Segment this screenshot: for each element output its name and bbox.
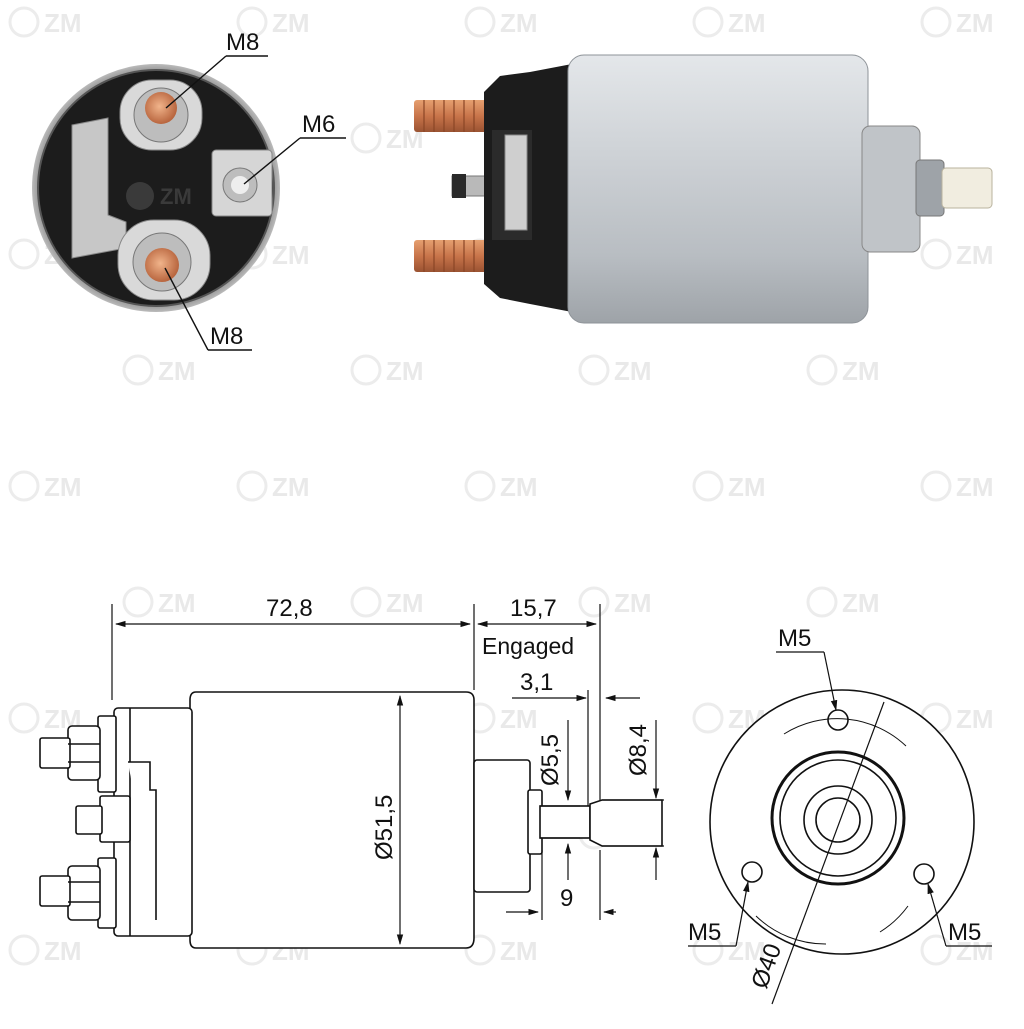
dim-body-dia: Ø51,5 [371,795,398,860]
dim-plunger-travel: 15,7 [510,595,557,622]
watermark-logo-icon [692,702,724,734]
watermark-text: ZM [956,936,994,966]
watermark-logo-icon [8,470,40,502]
label-m8-bottom: M8 [210,323,243,350]
label-m6: M6 [302,111,335,138]
label-hole-top: M5 [778,625,811,652]
watermark-text: ZM [272,472,310,502]
watermark-text: ZM [614,588,652,618]
watermark-logo-icon [806,354,838,386]
watermark-logo-icon [236,470,268,502]
watermark-logo-icon [692,934,724,966]
watermark-text: ZM [272,8,310,38]
watermark-logo-icon [122,586,154,618]
watermark-text: ZM [728,8,766,38]
dim-plunger-offset: 3,1 [520,669,553,696]
dim-body-length: 72,8 [266,595,313,622]
watermark-logo-icon [692,470,724,502]
watermark-logo-icon [8,238,40,270]
watermark-text: ZM [728,936,766,966]
dim-plunger-dia: Ø8,4 [625,724,652,776]
watermark-text: ZM [500,704,538,734]
watermark-text: ZM [158,588,196,618]
label-m8-top: M8 [226,29,259,56]
watermark-logo-icon [806,586,838,618]
watermark-text: ZM [956,8,994,38]
watermark-text: ZM [44,472,82,502]
photo-leaders [164,55,346,351]
watermark-text: ZM [158,356,196,386]
watermark-logo-icon [8,6,40,38]
watermark-text: ZM [956,472,994,502]
watermark-logo-icon [122,354,154,386]
watermark-logo-icon [464,6,496,38]
watermark-logo-icon [920,238,952,270]
watermark-logo-icon [920,6,952,38]
watermark-logo-icon [578,354,610,386]
watermark-logo-icon [578,586,610,618]
watermark-logo-icon [464,470,496,502]
watermark-text: ZM [842,356,880,386]
watermark-text: ZM [614,356,652,386]
watermark-logo-icon [350,354,382,386]
watermark-logo-icon [464,934,496,966]
watermark-logo-icon [920,934,952,966]
watermark-text: ZM [500,8,538,38]
watermark-text: ZM [728,472,766,502]
watermark-logo-icon [920,470,952,502]
watermark-text: ZM [956,704,994,734]
watermark-logo-icon [350,122,382,154]
watermark-text: ZM [386,356,424,386]
watermark-text: ZM [44,8,82,38]
end-view-leaders [688,651,992,947]
dimension-lines [111,604,664,946]
end-logo-text: ZM [160,184,192,209]
watermark-logo-icon [8,702,40,734]
drawing-end-view [709,689,975,1005]
photo-end-view: ZM [32,64,280,312]
dim-plunger-tip-dia: Ø5,5 [537,734,564,786]
photo-side-view [414,54,993,324]
label-hole-left: M5 [688,919,721,946]
label-hole-right: M5 [948,919,981,946]
watermark-text: ZM [272,240,310,270]
watermark-text: ZM [500,472,538,502]
dim-plunger-state: Engaged [482,633,574,659]
watermark-logo-icon [692,6,724,38]
watermark-text: ZM [386,588,424,618]
watermark-logo-icon [236,6,268,38]
watermark-logo-icon [8,934,40,966]
watermark-text: ZM [44,936,82,966]
watermark-logo-icon [350,586,382,618]
watermark-text: ZM [842,588,880,618]
dim-plunger-length: 9 [560,885,573,912]
watermark-text: ZM [500,936,538,966]
watermark-text: ZM [956,240,994,270]
